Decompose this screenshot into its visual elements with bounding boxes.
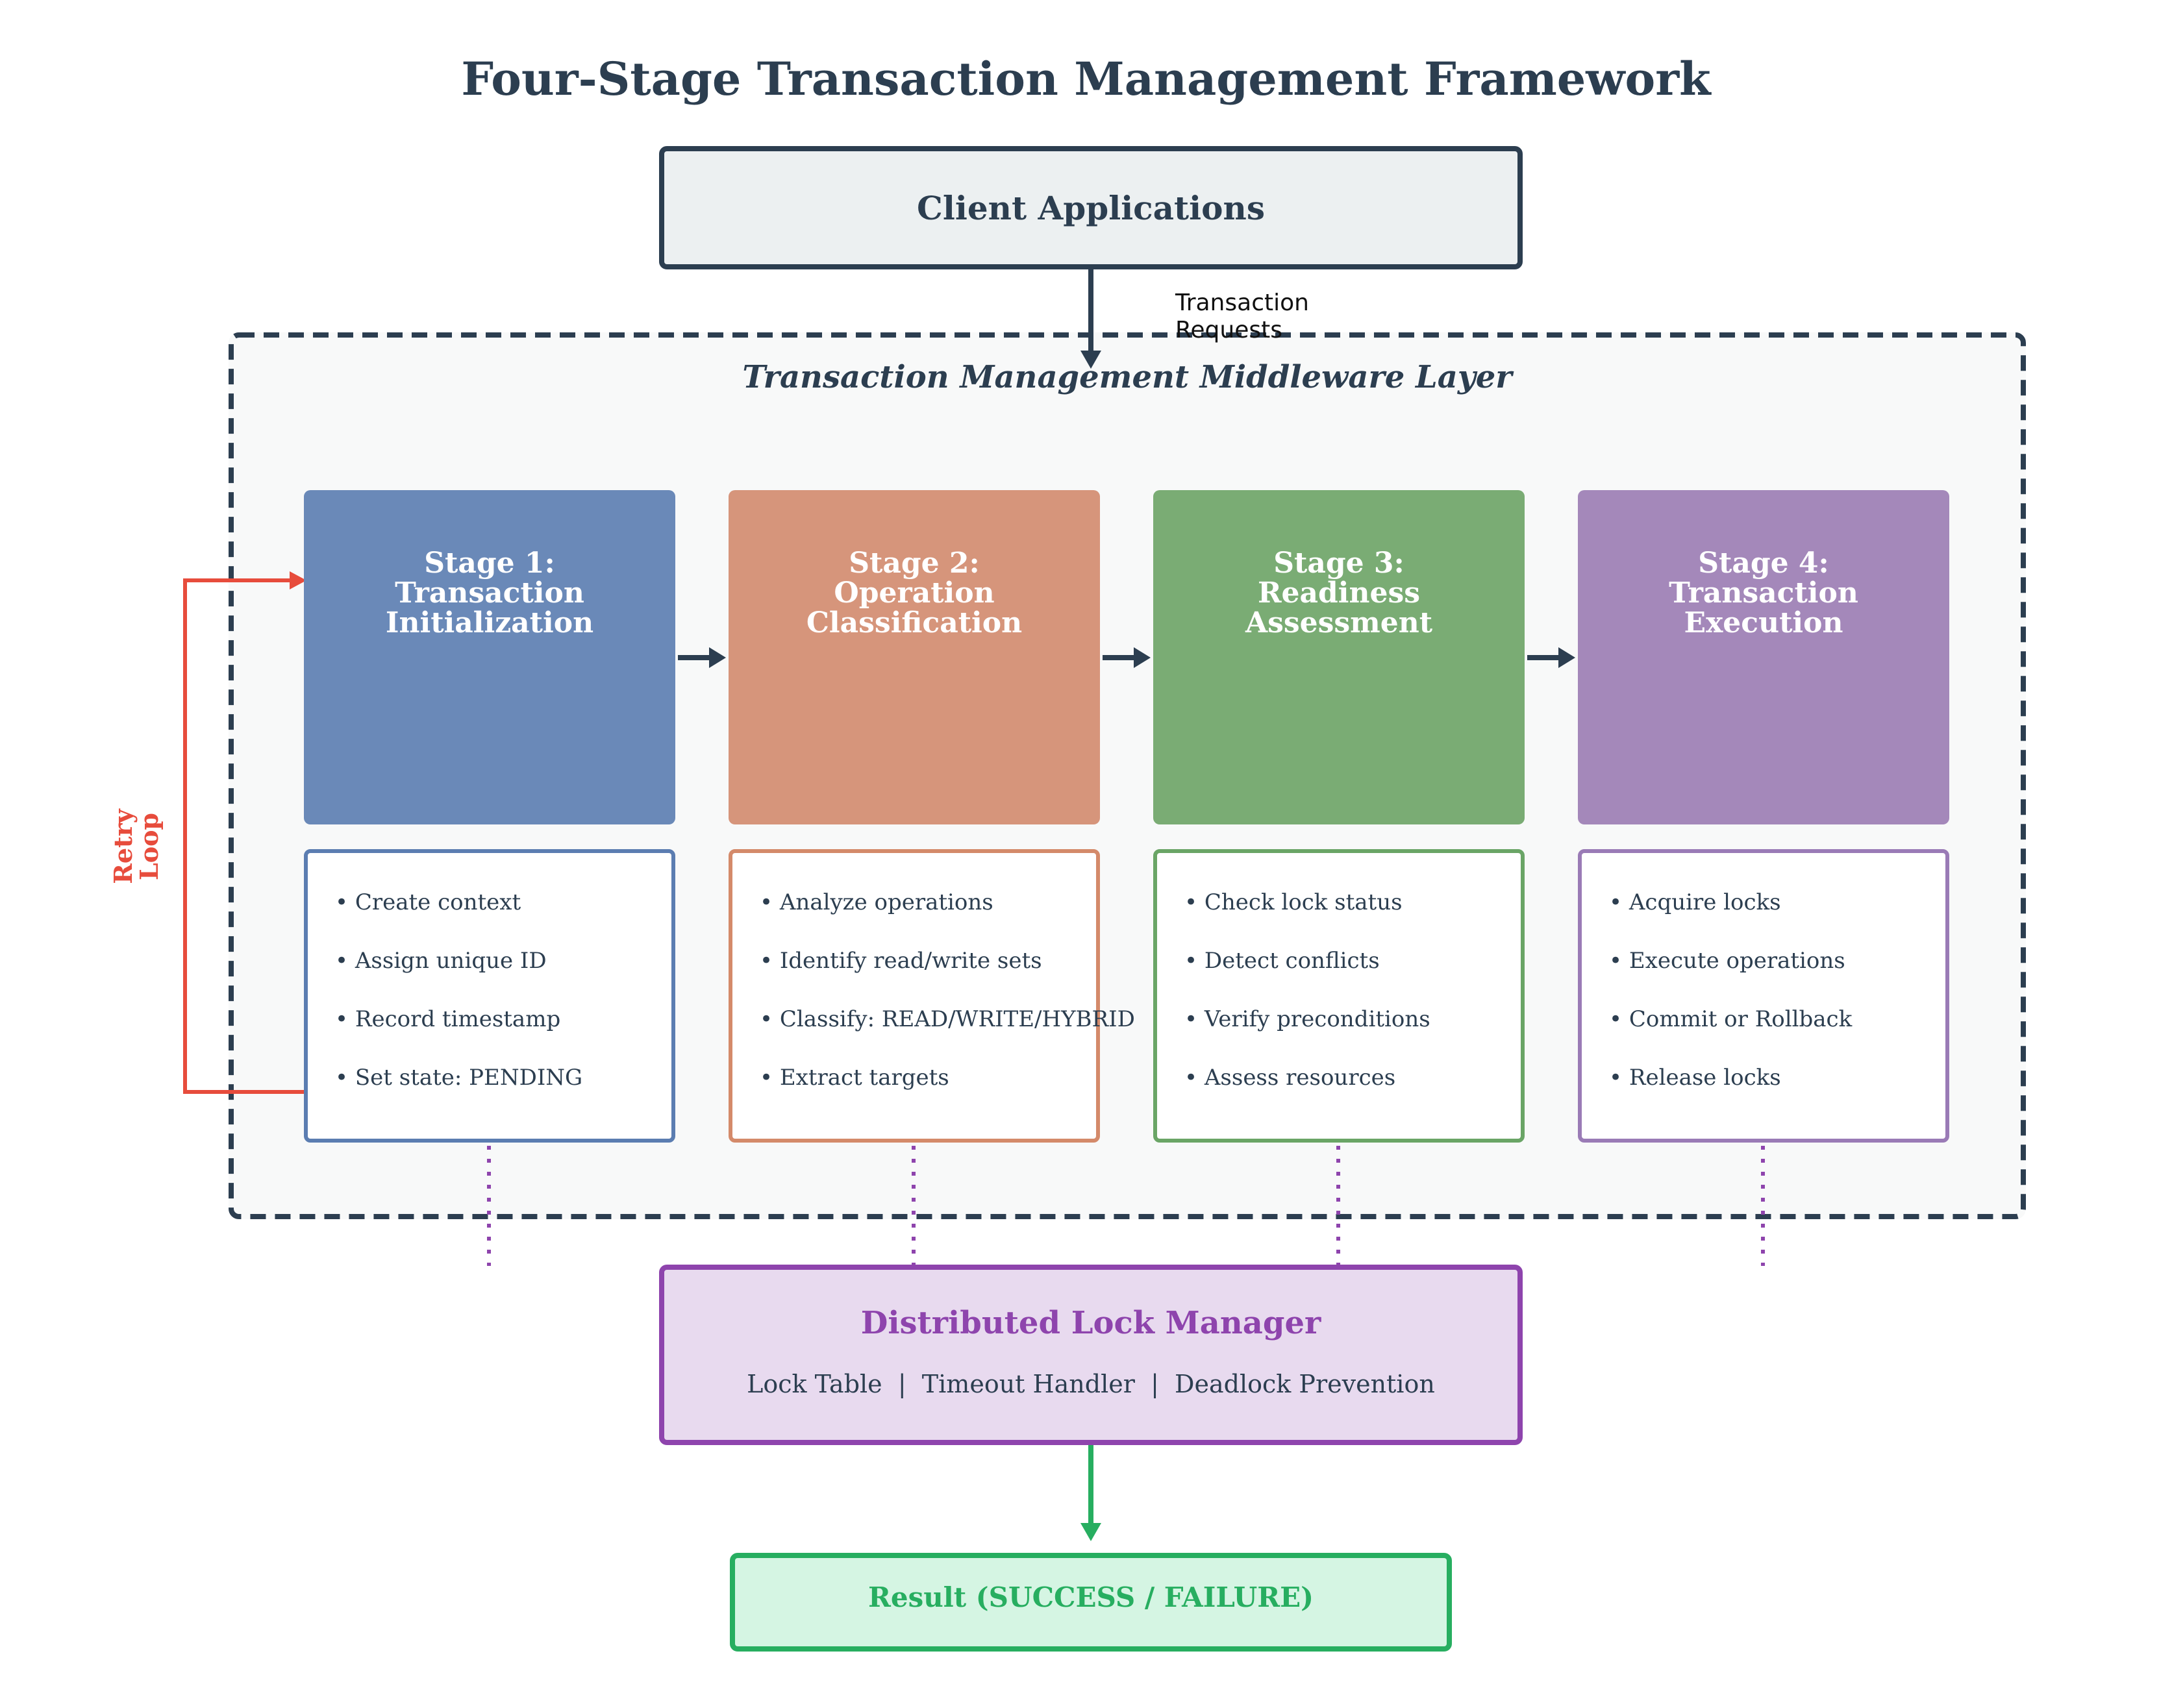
- lock-manager-subtitle: Lock Table | Timeout Handler | Deadlock …: [747, 1370, 1435, 1398]
- diagram-title: Four-Stage Transaction Management Framew…: [461, 52, 1711, 106]
- stage-2-box: Stage 2: Operation Classification: [729, 490, 1100, 824]
- stage-1-title-line: Transaction: [395, 576, 584, 610]
- stage-arrow-1-2: [678, 647, 726, 668]
- stage-2-title-line: Operation: [834, 576, 995, 610]
- stage-2-detail-item: • Identify read/write sets: [760, 948, 1042, 974]
- stage-arrow-2-3: [1103, 647, 1151, 668]
- lock-connectors: [487, 1133, 1765, 1266]
- stage-3-box: Stage 3: Readiness Assessment: [1153, 490, 1525, 824]
- retry-loop-label: Retry Loop: [108, 795, 188, 898]
- stage-1-detail-item: • Record timestamp: [335, 1006, 561, 1032]
- stage-3-detail-item: • Verify preconditions: [1184, 1006, 1430, 1032]
- stage-3-title-line: Readiness: [1257, 576, 1421, 610]
- stage-1-title-line: Stage 1:: [424, 547, 555, 580]
- stage-4-title-line: Execution: [1684, 606, 1843, 639]
- stage-1-detail-item: • Create context: [335, 889, 521, 915]
- stage-3-title-line: Assessment: [1245, 606, 1433, 639]
- stage-arrow-3-4: [1527, 647, 1575, 668]
- stage-3-details: • Check lock status • Detect conflicts •…: [1153, 849, 1525, 1143]
- stage-4-details: • Acquire locks • Execute operations • C…: [1578, 849, 1949, 1143]
- stage-2-detail-item: • Classify: READ/WRITE/HYBRID: [760, 1006, 1135, 1032]
- middleware-title: Transaction Management Middleware Layer: [742, 359, 1512, 395]
- stage-4-detail-item: • Execute operations: [1609, 948, 1845, 974]
- lock-manager-title: Distributed Lock Manager: [860, 1305, 1321, 1341]
- stage-3-detail-item: • Detect conflicts: [1184, 948, 1380, 974]
- stage-2-title-line: Classification: [806, 606, 1023, 639]
- retry-loop-arrow: [183, 571, 314, 1094]
- lock-manager-box: Distributed Lock Manager Lock Table | Ti…: [659, 1265, 1523, 1445]
- stage-2-detail-item: • Analyze operations: [760, 889, 993, 915]
- stage-1-title-line: Initialization: [385, 606, 594, 639]
- stage-1-details: • Create context • Assign unique ID • Re…: [304, 849, 675, 1143]
- request-arrow-head: [1080, 351, 1101, 369]
- stage-3-title-line: Stage 3:: [1273, 547, 1404, 580]
- client-applications-box: Client Applications: [659, 146, 1523, 269]
- stage-2-title-line: Stage 2:: [849, 547, 980, 580]
- result-box: Result (SUCCESS / FAILURE): [730, 1553, 1452, 1652]
- stage-2-detail-item: • Extract targets: [760, 1065, 949, 1091]
- stage-1-box: Stage 1: Transaction Initialization: [304, 490, 675, 824]
- stage-4-title-line: Transaction: [1669, 576, 1858, 610]
- middleware-dashed-border: [229, 332, 2026, 1219]
- stage-3-detail-item: • Check lock status: [1184, 889, 1403, 915]
- transaction-requests-label: Transaction Requests: [1175, 290, 1309, 343]
- result-arrow-head: [1080, 1523, 1101, 1541]
- stage-3-detail-item: • Assess resources: [1184, 1065, 1396, 1091]
- retry-loop-label-line: Retry: [108, 809, 138, 884]
- stage-4-detail-item: • Release locks: [1609, 1065, 1781, 1091]
- stage-4-box: Stage 4: Transaction Execution: [1578, 490, 1949, 824]
- stage-2-details: • Analyze operations • Identify read/wri…: [729, 849, 1135, 1143]
- stage-4-detail-item: • Commit or Rollback: [1609, 1006, 1853, 1032]
- retry-loop-label-line: Loop: [134, 813, 164, 880]
- stage-1-detail-item: • Assign unique ID: [335, 948, 547, 974]
- stage-4-detail-item: • Acquire locks: [1609, 889, 1781, 915]
- stage-4-title-line: Stage 4:: [1698, 547, 1829, 580]
- stage-1-detail-item: • Set state: PENDING: [335, 1065, 583, 1091]
